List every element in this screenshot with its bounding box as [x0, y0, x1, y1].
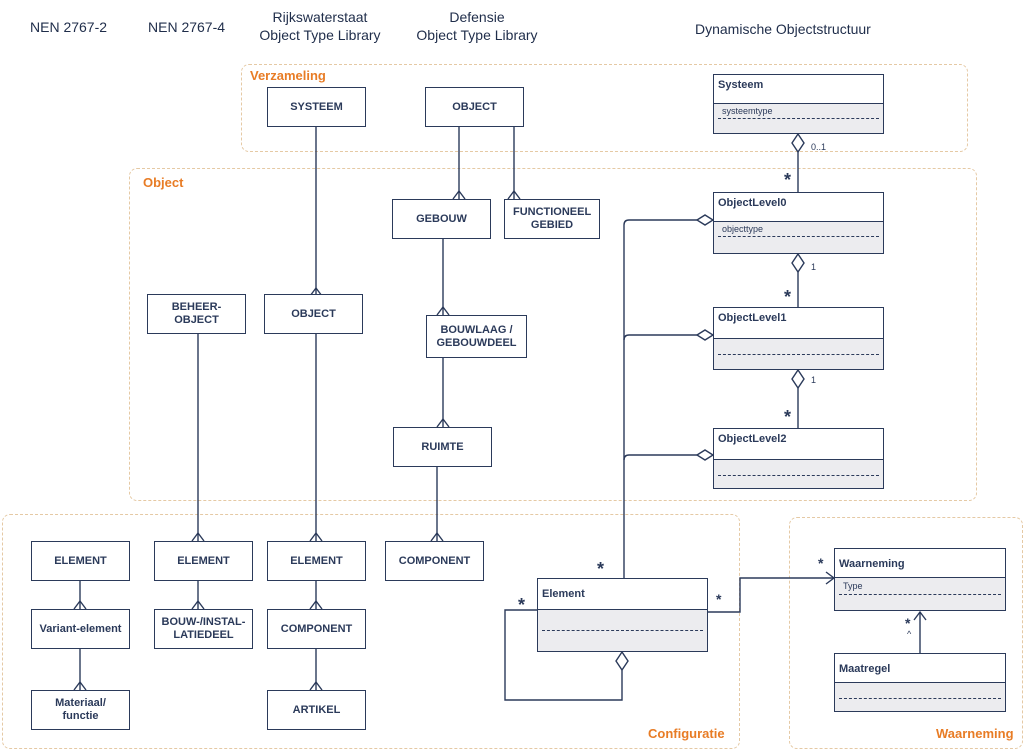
region-object	[129, 168, 977, 501]
box-def-ruimte: RUIMTE	[393, 427, 492, 467]
header-rws-line2: Object Type Library	[259, 27, 381, 43]
box-nen2-variant-element: Variant-element	[31, 609, 130, 649]
header-def-line2: Object Type Library	[416, 27, 538, 43]
class-maatregel-name: Maatregel	[835, 654, 1005, 683]
class-maatregel-attr	[835, 683, 1005, 711]
class-element-attr	[538, 610, 707, 651]
region-label-object: Object	[143, 175, 184, 190]
region-verzameling	[241, 64, 968, 152]
class-objectlevel2-name: ObjectLevel2	[714, 429, 883, 460]
box-def-object: OBJECT	[425, 87, 524, 127]
region-label-configuratie: Configuratie	[648, 726, 725, 741]
class-systeem: Systeem systeemtype	[713, 74, 884, 134]
mult-systeem-level0-0-1: 0..1	[811, 142, 827, 152]
class-waarneming: Waarneming Type	[834, 548, 1006, 611]
class-objectlevel0-name: ObjectLevel0	[714, 193, 883, 222]
class-objectlevel2-attr	[714, 460, 883, 488]
mult-element-waarneming-many: *	[716, 591, 722, 607]
header-nen2767-2: NEN 2767-2	[30, 19, 108, 35]
class-objectlevel0-attr: objecttype	[714, 222, 883, 253]
class-maatregel: Maatregel	[834, 653, 1006, 712]
class-systeem-attr: systeemtype	[714, 104, 883, 133]
mult-level0-level1-1: 1	[811, 262, 817, 272]
header-nen2767-4: NEN 2767-4	[148, 19, 226, 35]
class-objectlevel1-name: ObjectLevel1	[714, 308, 883, 339]
box-rws-artikel: ARTIKEL	[267, 690, 366, 730]
header-dynamische-objectstructuur: Dynamische Objectstructuur	[695, 21, 871, 37]
box-rws-element: ELEMENT	[267, 541, 366, 581]
class-element: Element	[537, 578, 708, 652]
box-def-component: COMPONENT	[385, 541, 484, 581]
box-def-gebouw: GEBOUW	[392, 199, 491, 239]
class-objectlevel1-attr	[714, 339, 883, 369]
header-def-line1: Defensie	[449, 9, 505, 25]
mult-maatregel-many: *	[905, 615, 911, 631]
mult-element-self-many: *	[518, 595, 526, 615]
region-label-waarneming: Waarneming	[936, 726, 1014, 741]
mult-waarneming-many: *	[818, 555, 824, 571]
box-rws-component: COMPONENT	[267, 609, 366, 649]
header-rws-line1: Rijkswaterstaat	[272, 9, 368, 25]
region-label-verzameling: Verzameling	[250, 68, 326, 83]
class-element-name: Element	[538, 579, 707, 610]
class-systeem-name: Systeem	[714, 75, 883, 104]
class-objectlevel0: ObjectLevel0 objecttype	[713, 192, 884, 254]
box-nen4-bouw-installatiedeel: BOUW-/INSTAL-LATIEDEEL	[154, 609, 253, 649]
mult-level1-many: *	[784, 287, 792, 307]
class-objectlevel0-attr-text: objecttype	[722, 224, 764, 234]
mult-level0-many: *	[784, 170, 792, 190]
box-def-bouwlaag: BOUWLAAG / GEBOUWDEEL	[426, 315, 527, 358]
box-nen2-element: ELEMENT	[31, 541, 130, 581]
class-systeem-attr-text: systeemtype	[722, 106, 773, 116]
mult-level2-many: *	[784, 407, 792, 427]
header-rijkswaterstaat: Rijkswaterstaat Object Type Library	[246, 8, 394, 44]
class-objectlevel1: ObjectLevel1	[713, 307, 884, 370]
box-rws-object: OBJECT	[264, 294, 363, 334]
class-waarneming-attr: Type	[835, 578, 1005, 610]
class-objectlevel2: ObjectLevel2	[713, 428, 884, 489]
class-waarneming-attr-text: Type	[843, 581, 863, 591]
box-nen4-element: ELEMENT	[154, 541, 253, 581]
box-nen2-materiaal-functie: Materiaal/ functie	[31, 690, 130, 730]
class-waarneming-name: Waarneming	[835, 549, 1005, 578]
box-def-functioneel-gebied: FUNCTIONEEL GEBIED	[504, 199, 600, 239]
mult-maatregel-back: ^	[907, 629, 912, 639]
box-nen4-beheerobject: BEHEER-OBJECT	[147, 294, 246, 334]
mult-element-top-many: *	[597, 559, 605, 579]
mult-level1-level2-1: 1	[811, 375, 817, 385]
box-rws-systeem: SYSTEEM	[267, 87, 366, 127]
header-defensie: Defensie Object Type Library	[403, 8, 551, 44]
